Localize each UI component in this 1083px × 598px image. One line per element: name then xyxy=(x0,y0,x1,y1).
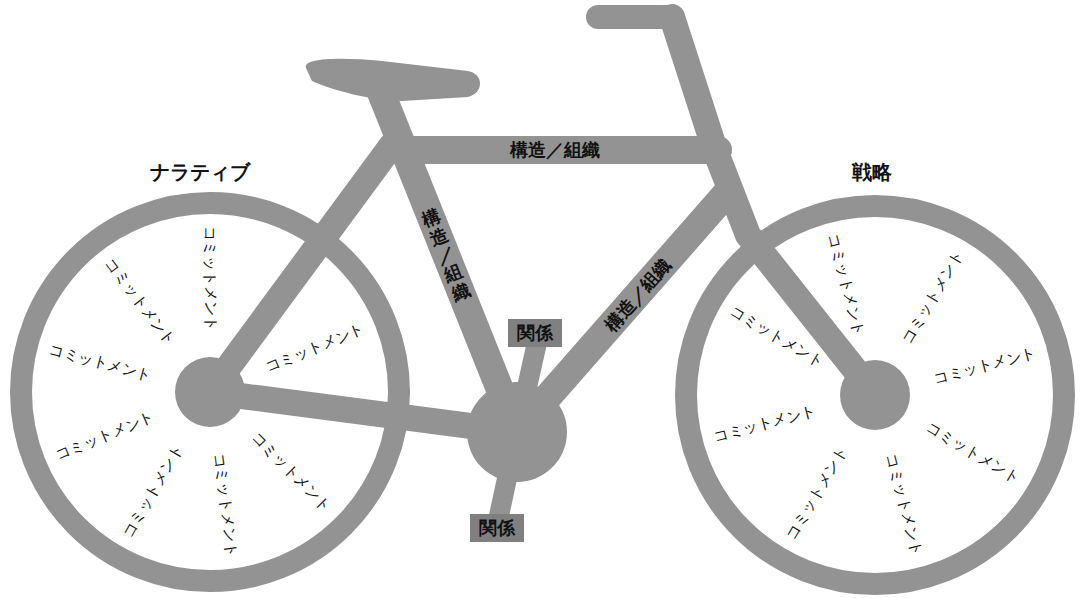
saddle xyxy=(306,59,480,101)
spoke-label: コミットメント xyxy=(47,342,152,383)
spoke-label: コミットメント xyxy=(102,256,178,348)
wheel-heading: 戦略 xyxy=(852,162,892,182)
bottom-bracket xyxy=(467,382,567,482)
spoke-label: コミットメント xyxy=(264,321,367,375)
box-label: 関係 xyxy=(479,519,515,537)
fork xyxy=(672,17,875,395)
spoke-label: コミットメント xyxy=(202,225,217,330)
rear-wheel xyxy=(21,203,399,581)
spoke-label: コミットメント xyxy=(883,453,924,558)
spoke-label: コミットメント xyxy=(53,409,156,463)
top-tube xyxy=(395,136,718,164)
wheel-heading: ナラティブ xyxy=(150,162,250,182)
tube-label: 構造／組織 xyxy=(602,255,675,334)
front-wheel xyxy=(686,206,1064,584)
box-label: 関係 xyxy=(517,324,553,342)
spoke-label: コミットメント xyxy=(211,452,240,558)
spoke-label: コミットメント xyxy=(933,346,1038,387)
spoke-label: コミットメント xyxy=(924,420,1022,486)
rear-hub xyxy=(175,357,245,427)
spoke-label: コミットメント xyxy=(712,403,817,444)
spoke-label: コミットメント xyxy=(120,442,185,541)
relation-box: 関係 xyxy=(508,319,562,347)
spoke-label: コミットメント xyxy=(248,430,333,515)
seat-stay xyxy=(210,145,392,392)
spoke-label: コミットメント xyxy=(784,444,850,542)
relation-box: 関係 xyxy=(470,514,524,542)
spoke-label: コミットメント xyxy=(900,248,966,346)
tube-label: 構造／組織 xyxy=(510,141,600,159)
front-hub xyxy=(840,360,910,430)
